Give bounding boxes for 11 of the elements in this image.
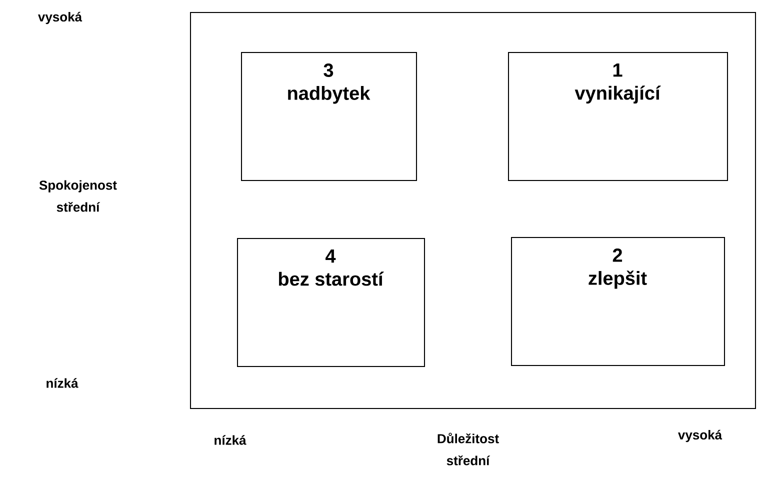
quadrant-box: 4 bez starostí — [237, 238, 425, 367]
axis-label: nízká — [214, 435, 246, 445]
axis-label: Spokojenost střední — [39, 180, 117, 212]
axis-label: nízká — [46, 378, 78, 388]
quadrant-box: 2 zlepšit — [511, 237, 725, 366]
matrix-frame — [190, 12, 756, 409]
axis-label: Důležitost střední — [438, 432, 499, 466]
quadrant-box: 3 nadbytek — [241, 52, 417, 181]
axis-label: vysoká — [38, 12, 82, 24]
axis-label: vysoká — [678, 430, 722, 442]
quadrant-box: 1 vynikající — [508, 52, 728, 181]
